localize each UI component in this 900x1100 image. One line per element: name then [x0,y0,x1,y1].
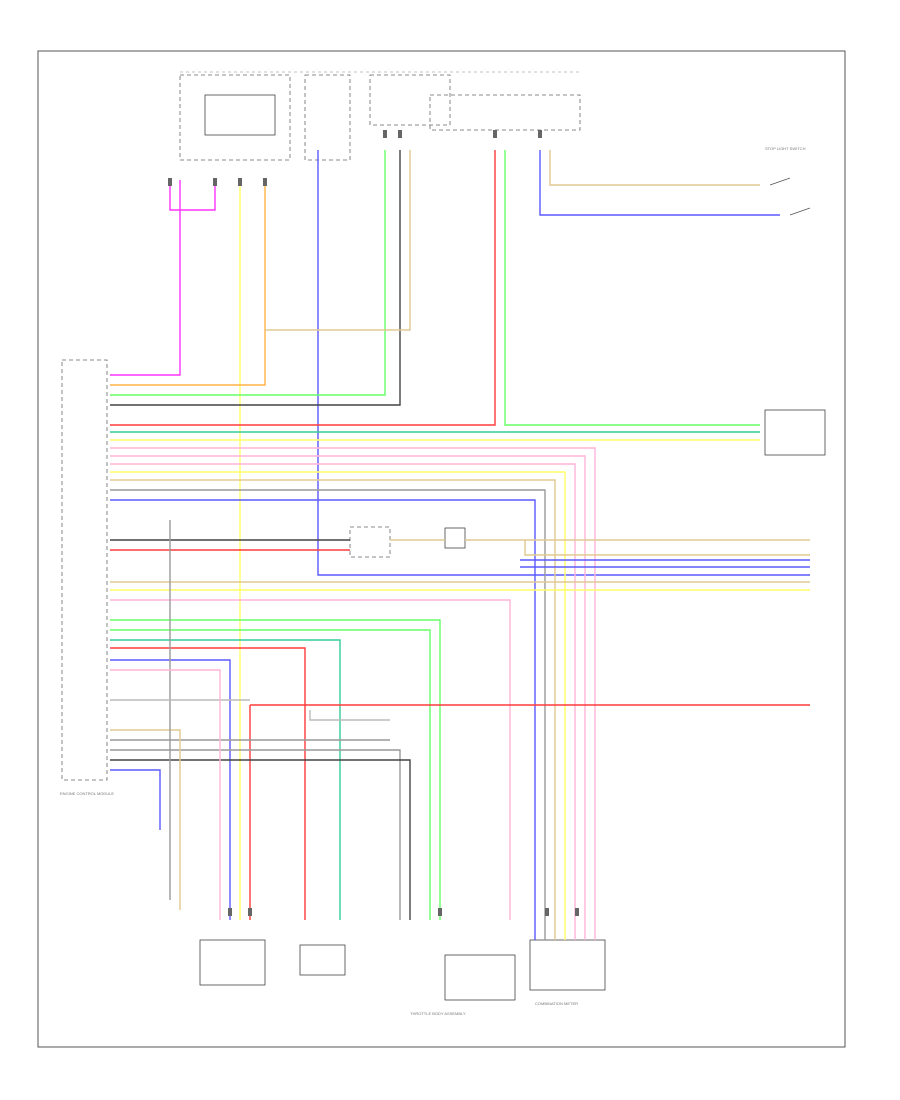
wire-blue-v [317,150,810,576]
top-relay-block [179,71,581,161]
wire-tan-1 [265,150,411,331]
sensor-box [299,944,346,976]
wire-pink-1 [110,447,596,940]
wire-blue-2 [539,150,780,216]
wire-magenta [110,180,216,376]
combination-meter-box [529,939,606,991]
svg-text:STOP LIGHT SWITCH: STOP LIGHT SWITCH [765,146,806,151]
wire-yellow-2 [110,471,566,940]
wire-black-1 [110,150,401,406]
wire-gray-1 [110,489,546,940]
wire-tan-6 [110,729,181,910]
wire-green-3 [110,619,441,920]
wire-orange [110,180,266,386]
wire-red-1 [110,150,496,426]
diagram-frame [37,50,846,1048]
wire-tan-3 [110,479,556,940]
wire-pink-2 [110,455,586,940]
throttle-label: THROTTLE BODY ASSEMBLY [410,1011,466,1016]
meter-label: COMBINATION METER [535,1001,578,1006]
stop-light-switch: STOP LIGHT SWITCH [765,146,811,216]
wire-blue-4 [520,559,810,568]
wire-pink-4 [110,599,511,920]
wire-green-2 [504,150,760,426]
wire-green-4 [110,629,431,920]
connector-pins [168,130,579,916]
right-connector-box [764,409,826,456]
wire-blue-5 [110,659,231,920]
wire-pink-3 [110,463,576,940]
wire-red-3 [110,647,306,920]
ecm-block [61,359,108,781]
wires [110,150,810,940]
small-diode-box [444,527,466,549]
wire-dkgreen-2 [110,639,341,920]
relay-mid-box [349,526,391,558]
throttle-body-box [444,954,516,1001]
wire-gray-4 [110,699,390,721]
wire-blue-3 [110,499,536,940]
wire-black-3 [110,759,411,920]
wire-gray-2 [110,739,401,920]
instrument-connector-box [199,939,266,986]
wire-pink-5 [110,669,221,920]
wire-blue-6 [110,769,161,830]
wire-tan-2 [549,150,760,186]
wire-tan-4 [390,539,810,556]
wire-green-1 [110,150,386,396]
wire-red-4 [249,704,810,920]
ecm-label: ENGINE CONTROL MODULE [60,791,114,796]
